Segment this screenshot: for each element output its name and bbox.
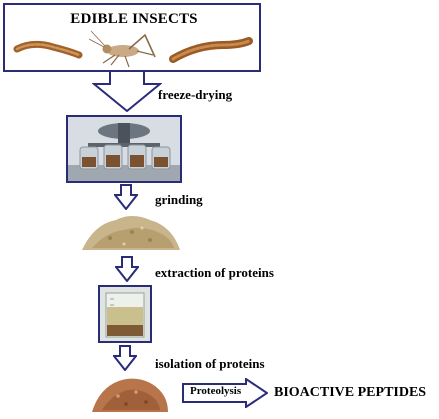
freeze-dryer-image <box>68 117 180 181</box>
down-arrow-icon <box>114 184 138 210</box>
freeze-drying-label: freeze-drying <box>158 87 233 102</box>
down-arrow-icon <box>115 256 139 282</box>
grinding-label: grinding <box>155 192 203 207</box>
isolation-of-proteins-label: isolation of proteins <box>155 356 265 371</box>
proteolysis-label: Proteolysis <box>190 385 242 397</box>
freeze-dryer-photo <box>66 115 182 183</box>
protein-isolate-image <box>92 378 168 412</box>
beaker-image <box>100 287 150 341</box>
proteolysis-arrow-icon <box>182 378 268 408</box>
mealworm-larva-image-2 <box>169 37 253 63</box>
diagram-title: EDIBLE INSECTS <box>70 11 198 27</box>
big-down-arrow-icon <box>92 70 162 112</box>
extraction-of-proteins-label: extraction of proteins <box>155 265 274 280</box>
down-arrow-icon <box>113 345 137 371</box>
edible-insects-box: EDIBLE INSECTS <box>3 3 261 72</box>
mealworm-larva-image <box>13 40 83 59</box>
bioactive-peptides-label: BIOACTIVE PEPTIDES <box>274 385 427 400</box>
insect-powder-image <box>82 216 180 250</box>
beaker-photo <box>98 285 152 343</box>
cricket-image <box>89 30 156 68</box>
